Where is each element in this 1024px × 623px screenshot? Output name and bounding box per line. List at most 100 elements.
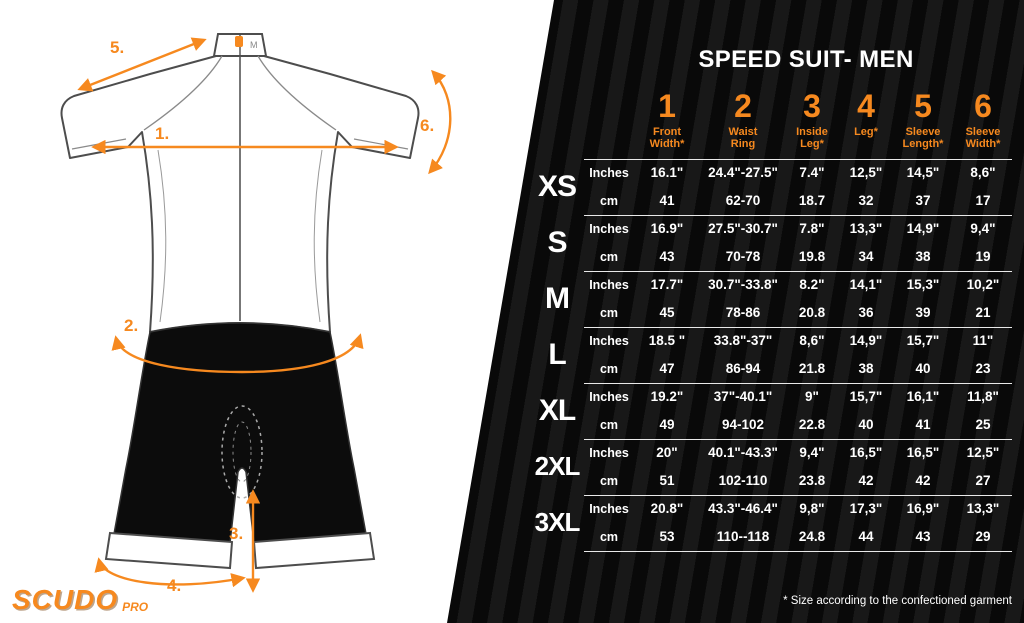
chamois-pad-inner bbox=[232, 421, 252, 483]
size-label: L bbox=[548, 337, 566, 371]
value-XL-col5-cm: 41 bbox=[915, 417, 931, 433]
value-2XL-col1-cm: 51 bbox=[659, 473, 675, 489]
measure-arrow-waist-ring bbox=[111, 333, 364, 374]
column-label: Inside Leg* bbox=[796, 126, 828, 151]
measure-label-1: 1. bbox=[155, 124, 169, 143]
side-seam-right bbox=[313, 149, 323, 323]
unit-label-cm: cm bbox=[599, 417, 619, 432]
value-L-col1-cm: 47 bbox=[659, 361, 675, 377]
value-3XL-col2-cm: 110--118 bbox=[716, 529, 770, 545]
value-L-col1-inches: 18.5 " bbox=[648, 333, 686, 349]
value-XS-col6-inches: 8,6" bbox=[970, 165, 996, 181]
speed-suit-diagram: M bbox=[60, 33, 452, 595]
side-seam-left bbox=[157, 149, 167, 323]
measure-arrow-sleeve-length bbox=[77, 37, 207, 92]
shorts bbox=[113, 322, 367, 544]
unit-label-cm: cm bbox=[599, 361, 619, 376]
column-number: 4 bbox=[857, 88, 875, 124]
value-2XL-col1-inches: 20" bbox=[656, 445, 678, 461]
value-XL-col2-cm: 94-102 bbox=[721, 417, 765, 433]
value-L-col4-cm: 38 bbox=[858, 361, 874, 377]
value-L-col2-cm: 86-94 bbox=[725, 361, 761, 377]
unit-label-cm: cm bbox=[599, 305, 619, 320]
value-2XL-col2-cm: 102-110 bbox=[718, 473, 768, 489]
value-2XL-col4-cm: 42 bbox=[858, 473, 874, 489]
value-XS-col1-inches: 16.1" bbox=[650, 165, 684, 181]
value-S-col1-inches: 16.9" bbox=[650, 221, 684, 237]
value-S-col2-inches: 27.5"-30.7" bbox=[708, 221, 778, 237]
brand-name: SCUDO bbox=[12, 584, 119, 615]
measure-label-4: 4. bbox=[167, 576, 181, 595]
value-XS-col3-cm: 18.7 bbox=[798, 193, 826, 209]
value-M-col4-inches: 14,1" bbox=[849, 277, 883, 293]
value-2XL-col6-cm: 27 bbox=[975, 473, 991, 489]
value-3XL-col1-cm: 53 bbox=[659, 529, 675, 545]
value-XS-col2-inches: 24.4"-27.5" bbox=[708, 165, 778, 181]
value-L-col3-cm: 21.8 bbox=[798, 361, 826, 377]
value-3XL-col2-inches: 43.3"-46.4" bbox=[708, 501, 778, 517]
value-3XL-col5-inches: 16,9" bbox=[906, 501, 940, 517]
value-M-col3-inches: 8.2" bbox=[799, 277, 825, 293]
footnote: * Size according to the confectioned gar… bbox=[783, 595, 1012, 607]
value-2XL-col2-inches: 40.1"-43.3" bbox=[708, 445, 778, 461]
value-S-col3-inches: 7.8" bbox=[799, 221, 825, 237]
value-L-col4-inches: 14,9" bbox=[849, 333, 883, 349]
value-XL-col3-cm: 22.8 bbox=[798, 417, 826, 433]
column-label: Front Width* bbox=[649, 126, 685, 151]
value-S-col3-cm: 19.8 bbox=[798, 249, 826, 265]
value-XS-col5-inches: 14,5" bbox=[906, 165, 940, 181]
column-number: 1 bbox=[658, 88, 676, 124]
value-XL-col1-cm: 49 bbox=[659, 417, 675, 433]
column-label: Leg* bbox=[854, 126, 878, 138]
value-2XL-col3-inches: 9,4" bbox=[799, 445, 825, 461]
value-S-col5-inches: 14,9" bbox=[906, 221, 940, 237]
value-M-col4-cm: 36 bbox=[858, 305, 874, 321]
unit-label-inches: Inches bbox=[589, 165, 629, 180]
value-2XL-col6-inches: 12,5" bbox=[966, 445, 1000, 461]
value-M-col1-inches: 17.7" bbox=[650, 277, 684, 293]
value-XL-col4-cm: 40 bbox=[858, 417, 874, 433]
unit-label-inches: Inches bbox=[589, 445, 629, 460]
unit-label-inches: Inches bbox=[589, 501, 629, 516]
column-label: Waist Ring bbox=[728, 126, 758, 151]
header-spacer-unit bbox=[586, 90, 632, 151]
size-label: 2XL bbox=[534, 451, 581, 482]
value-XL-col6-cm: 25 bbox=[975, 417, 991, 433]
value-M-col5-inches: 15,3" bbox=[906, 277, 940, 293]
value-2XL-col3-cm: 23.8 bbox=[798, 473, 826, 489]
value-S-col6-inches: 9,4" bbox=[970, 221, 996, 237]
zipper-pull bbox=[235, 36, 243, 47]
value-S-col6-cm: 19 bbox=[975, 249, 991, 265]
value-M-col2-inches: 30.7"-33.8" bbox=[708, 277, 778, 293]
value-S-col4-inches: 13,3" bbox=[849, 221, 883, 237]
column-number: 2 bbox=[734, 88, 752, 124]
raglan-seam-right bbox=[257, 55, 337, 131]
value-L-col6-inches: 11" bbox=[972, 333, 994, 349]
value-L-col3-inches: 8,6" bbox=[799, 333, 825, 349]
value-XS-col2-cm: 62-70 bbox=[725, 193, 761, 209]
measure-arrow-leg bbox=[94, 557, 246, 588]
size-label: XL bbox=[538, 393, 576, 427]
measure-label-6: 6. bbox=[420, 116, 434, 135]
value-3XL-col6-cm: 29 bbox=[975, 529, 991, 545]
column-number: 6 bbox=[974, 88, 992, 124]
measure-label-2: 2. bbox=[124, 316, 138, 335]
value-XL-col1-inches: 19.2" bbox=[650, 389, 684, 405]
value-M-col6-inches: 10,2" bbox=[966, 277, 1000, 293]
value-M-col1-cm: 45 bbox=[659, 305, 675, 321]
value-XS-col4-inches: 12,5" bbox=[849, 165, 883, 181]
value-XL-col6-inches: 11,8" bbox=[967, 389, 999, 405]
